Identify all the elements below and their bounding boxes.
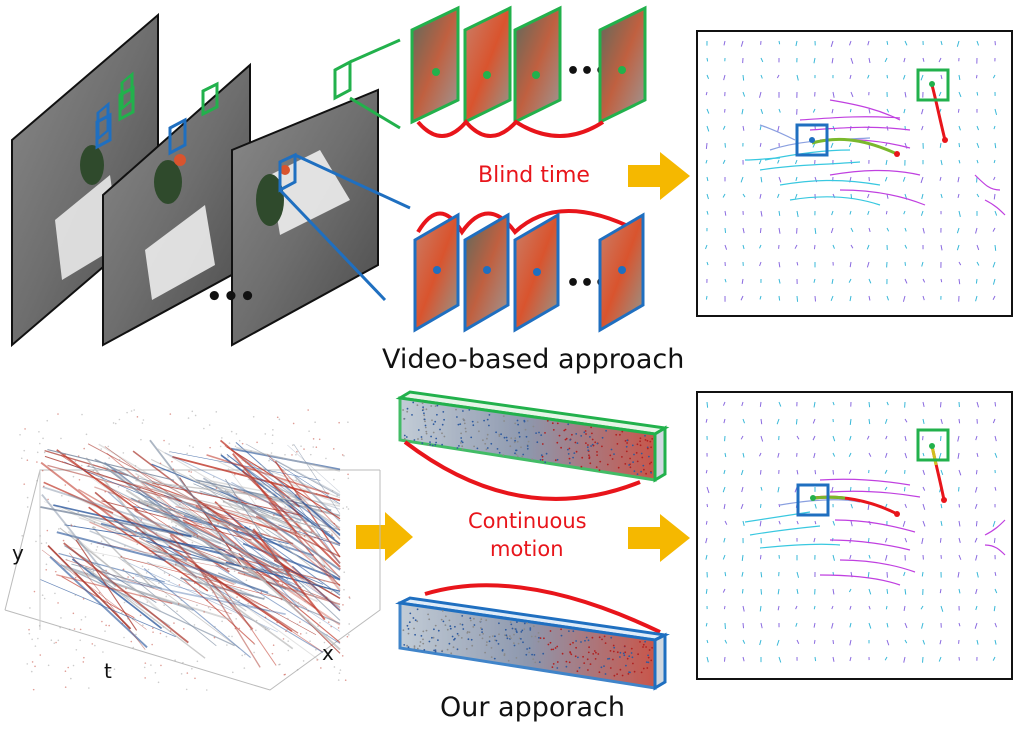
flow-top-blue-box [795, 123, 829, 157]
video-frame-2 [102, 62, 251, 347]
flow-tracks-bottom [744, 478, 1006, 586]
flow-bottom-green-box [916, 428, 950, 462]
frame2-green-box [201, 81, 219, 117]
frame1-green-box [118, 85, 135, 122]
continuous-label: Continuous [468, 509, 587, 533]
track-green-point [930, 84, 947, 141]
blue-patch-3 [513, 212, 560, 333]
flow-top-green-box [916, 68, 950, 102]
green-patch-2 [463, 5, 512, 125]
blind-time-label: Blind time [478, 163, 590, 188]
continuous-arc-top [403, 440, 641, 501]
flow-field-bottom [696, 391, 1013, 680]
video-based-approach-title: Video-based approach [382, 344, 684, 375]
event-cloud-3d: y t x [4, 409, 381, 691]
motion-label: motion [490, 537, 564, 561]
our-approach-title: Our apporach [440, 692, 625, 723]
frame1-blue-box [95, 112, 112, 150]
axis-x-label: x [322, 641, 334, 665]
arrow-bottom-right [628, 514, 690, 562]
video-frame-stack: ••• [11, 12, 379, 348]
green-patch-sequence: ••• [410, 5, 647, 138]
frame2-blue-box [168, 117, 187, 156]
blind-time-arc-bottom [416, 209, 641, 236]
zoom-connectors [278, 38, 411, 302]
blue-patch-sequence: ••• [413, 209, 645, 333]
blue-event-tube [395, 583, 670, 691]
flow-bottom-blue-box [796, 483, 830, 517]
frame3-green-box [333, 59, 352, 101]
continuous-arc-bottom [424, 583, 661, 634]
blue-patch-4 [598, 212, 645, 333]
green-patch-4 [598, 5, 647, 125]
green-event-tube [395, 390, 670, 501]
blue-patch-1 [413, 212, 460, 333]
arrow-top-right [628, 152, 690, 200]
flow-grid-bottom [705, 401, 998, 663]
flow-field-top [696, 30, 1013, 317]
event-points [19, 409, 351, 691]
blue-patch-2 [463, 212, 510, 333]
green-patch-1 [410, 5, 460, 125]
frame3-blue-box [278, 152, 297, 193]
axis-t-label: t [104, 659, 112, 683]
blind-time-arc-top [416, 118, 605, 138]
axis-y-label: y [12, 541, 24, 565]
track-blue-point [811, 137, 898, 156]
green-patch-3 [513, 5, 562, 125]
flow-grid-top [705, 40, 998, 302]
frames-ellipsis: ••• [206, 282, 256, 312]
arrow-bottom-middle [356, 512, 413, 561]
